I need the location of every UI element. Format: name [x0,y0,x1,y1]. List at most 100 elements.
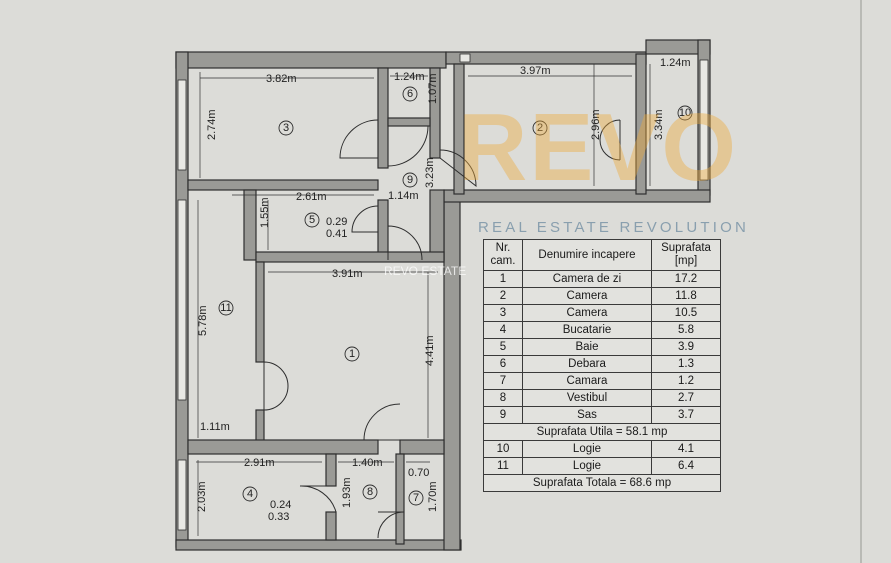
cell-area: 3.9 [651,338,721,356]
dim-r1-height: 4.41m [424,335,436,366]
dim-r4-width: 2.91m [244,457,275,469]
room-3-label: 3 [283,122,289,134]
room-7-label: 7 [413,492,419,504]
cell-name: Camera de zi [522,270,652,288]
cell-nr: 7 [483,372,523,390]
cell-area: 6.4 [651,457,721,475]
dim-r5-sub2: 0.41 [326,228,347,240]
table-header-row: Nr. cam. Denumire incapere Suprafata [mp… [483,239,721,271]
header-name: Denumire incapere [522,239,652,271]
dim-r7-height: 1.70m [427,481,439,512]
dim-r5-width: 2.61m [296,191,327,203]
cell-nr: 3 [483,304,523,322]
dim-r3-height: 2.74m [206,109,218,140]
cell-area: 1.2 [651,372,721,390]
paper-edge [860,0,862,563]
cell-nr: 8 [483,389,523,407]
cell-name: Debara [522,355,652,373]
cell-name: Baie [522,338,652,356]
dim-r5-sub1: 0.29 [326,216,347,228]
dimension-lines [196,64,651,536]
cell-name: Logie [522,457,652,475]
cell-name: Sas [522,406,652,424]
dim-r5-height: 1.55m [259,197,271,228]
cell-area: 10.5 [651,304,721,322]
dim-r2-width: 3.97m [520,65,551,77]
cell-nr: 1 [483,270,523,288]
dim-r4-sub2: 0.33 [268,511,289,523]
watermark-small-text: REVO ESTATE [384,264,467,278]
room-6-label: 6 [407,88,413,100]
room-10-label: 10 [679,107,691,119]
cell-area: 4.1 [651,440,721,458]
dim-r10-width: 1.24m [660,57,691,69]
cell-nr: 10 [483,440,523,458]
dim-r4-height: 2.03m [196,481,208,512]
total-area: Suprafata Totala = 68.6 mp [483,474,721,492]
cell-name: Camara [522,372,652,390]
windows [177,53,709,531]
room-9-label: 9 [407,174,413,186]
cell-name: Camera [522,287,652,305]
dim-r7-width: 0.70 [408,467,429,479]
room-8-label: 8 [367,486,373,498]
room-2-label: 2 [537,122,543,134]
cell-name: Camera [522,304,652,322]
cell-nr: 6 [483,355,523,373]
total-area-row: Suprafata Totala = 68.6 mp [483,474,721,492]
cell-nr: 9 [483,406,523,424]
doors [263,119,621,539]
dim-r6-width: 1.24m [394,71,425,83]
dim-r8-height: 1.93m [341,477,353,508]
cell-nr: 2 [483,287,523,305]
cell-area: 1.3 [651,355,721,373]
dim-r10-height: 3.34m [653,109,665,140]
room-11-label: 11 [220,302,231,314]
cell-area: 2.7 [651,389,721,407]
cell-area: 11.8 [651,287,721,305]
dim-r3-width: 3.82m [266,73,297,85]
cell-nr: 5 [483,338,523,356]
dim-r11-height: 5.78m [197,305,209,336]
cell-name: Logie [522,440,652,458]
cell-name: Bucatarie [522,321,652,339]
dim-r4-sub1: 0.24 [270,499,291,511]
dim-r1-width: 3.91m [332,268,363,280]
header-nr: Nr. cam. [483,239,523,271]
header-area: Suprafata [mp] [651,239,721,271]
cell-name: Vestibul [522,389,652,407]
watermark-logo: REVO [458,94,739,201]
cell-area: 5.8 [651,321,721,339]
dim-r9-height: 3.23m [424,157,436,188]
dim-r6-height: 1.07m [427,73,439,104]
room-1-label: 1 [349,348,355,360]
room-4-label: 4 [247,488,253,500]
cell-nr: 11 [483,457,523,475]
useful-area-row: Suprafata Utila = 58.1 mp [483,423,721,441]
cell-nr: 4 [483,321,523,339]
dim-r8-width: 1.40m [352,457,383,469]
cell-area: 17.2 [651,270,721,288]
cell-area: 3.7 [651,406,721,424]
watermark-tagline: REAL ESTATE REVOLUTION [478,219,749,236]
dim-r9-width: 1.14m [388,190,419,202]
room-5-label: 5 [309,214,315,226]
dim-r2-height: 2.96m [590,109,602,140]
dim-r11-width: 1.11m [200,421,230,433]
room-number-circles [218,86,693,506]
rooms-table: Nr. cam. Denumire incapere Suprafata [mp… [483,239,721,492]
useful-area: Suprafata Utila = 58.1 mp [483,423,721,441]
